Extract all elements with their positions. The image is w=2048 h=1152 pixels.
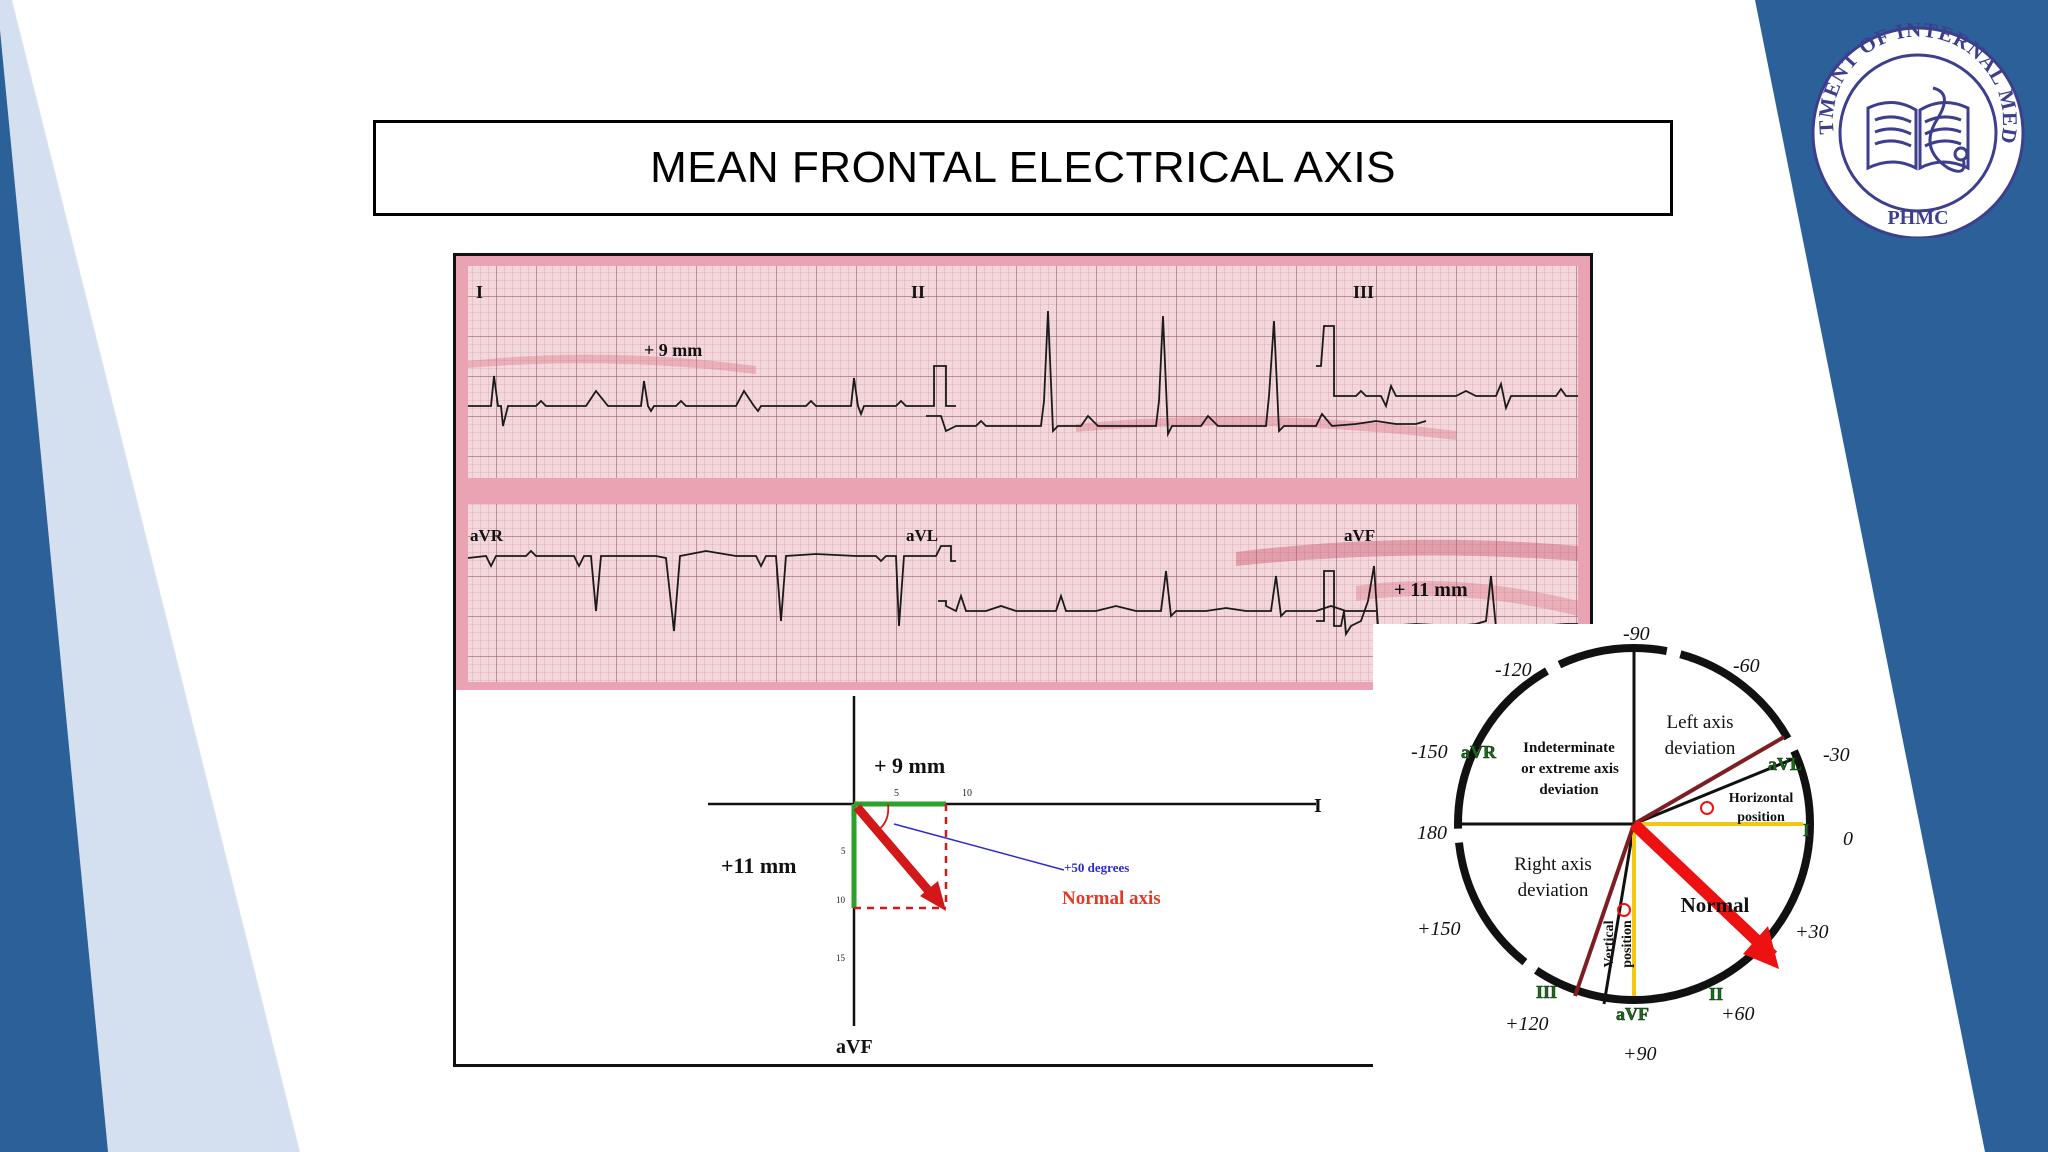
- deg-plus90: +90: [1623, 1043, 1657, 1065]
- lead-III-line: [1573, 823, 1636, 997]
- y-axis-label: aVF: [836, 1036, 873, 1058]
- lead-label-III: III: [1353, 282, 1374, 302]
- y-tick-10: 10: [836, 895, 846, 905]
- lead-label-I: I: [476, 282, 483, 302]
- resultant-axis-arrow: [853, 804, 937, 899]
- lead-aVL-line: [1632, 735, 1786, 826]
- lead-I-trace: [468, 365, 956, 427]
- axis-arrow: [1629, 819, 1778, 961]
- deg-minus90: -90: [1623, 624, 1650, 645]
- lead-aVL-trace: [938, 570, 1376, 618]
- slide-title: MEAN FRONTAL ELECTRICAL AXIS: [650, 143, 1396, 192]
- lead-III-trace: [1316, 325, 1578, 412]
- ecg-svg: I + 9 mm II III aVR aVL aVF + 11 mm I aV…: [456, 256, 1590, 1058]
- deg-plus60: +60: [1721, 1003, 1755, 1025]
- x-tick-10: 10: [962, 788, 972, 799]
- zone-normal: Normal: [1681, 893, 1750, 917]
- lead-II-trace: [926, 310, 1427, 438]
- y-tick-15: 15: [836, 953, 846, 963]
- lead-label-II: II: [911, 282, 925, 302]
- hexaxial-reference: -90 -60 -30 0 +30 +60 +90 +120 +150 180 …: [1373, 624, 1873, 1074]
- blue-band-left: [0, 30, 108, 1152]
- department-logo: DEPARTMENT OF INTERNAL MEDICINE PHMC: [1803, 18, 2025, 238]
- title-box: MEAN FRONTAL ELECTRICAL AXIS: [373, 120, 1673, 216]
- zone-left-2: deviation: [1665, 738, 1736, 759]
- deg-minus120: -120: [1495, 659, 1532, 681]
- deg-minus60: -60: [1733, 655, 1760, 677]
- zone-vertical-1: Vertical: [1602, 920, 1617, 967]
- result-label: Normal axis: [1062, 888, 1161, 909]
- deg-180: 180: [1417, 822, 1447, 844]
- deg-plus150: +150: [1417, 918, 1461, 940]
- zone-left-1: Left axis: [1666, 712, 1733, 733]
- zone-horizontal-1: Horizontal: [1729, 791, 1794, 806]
- y-component-label: +11 mm: [721, 853, 796, 878]
- zone-indeterminate-3: deviation: [1539, 782, 1599, 798]
- zone-right-2: deviation: [1518, 880, 1589, 901]
- lead-III-label: III: [1536, 982, 1557, 1002]
- zone-indeterminate-2: or extreme axis: [1521, 761, 1619, 777]
- lead-aVF-label: aVF: [1616, 1004, 1649, 1024]
- zone-right-1: Right axis: [1514, 854, 1592, 875]
- logo-bottom-text: PHMC: [1887, 207, 1948, 229]
- x-axis-label: I: [1314, 795, 1322, 817]
- deg-minus150: -150: [1411, 741, 1448, 763]
- deg-0: 0: [1843, 828, 1853, 850]
- lead-II-label: II: [1709, 984, 1723, 1004]
- zone-indeterminate-1: Indeterminate: [1523, 740, 1615, 756]
- lead-label-aVL: aVL: [906, 526, 938, 545]
- lead-aVL-label: aVL: [1768, 754, 1802, 774]
- deg-minus30: -30: [1823, 744, 1850, 766]
- ecg-annotation-9mm: + 9 mm: [644, 340, 702, 360]
- ecg-figure: I + 9 mm II III aVR aVL aVF + 11 mm I aV…: [453, 253, 1593, 1067]
- x-component-label: + 9 mm: [874, 753, 945, 778]
- blue-band-right: [1755, 0, 2048, 1152]
- line-minus25: [1633, 757, 1794, 826]
- lead-label-aVF: aVF: [1344, 526, 1375, 545]
- lead-aVR-label: aVR: [1461, 742, 1497, 762]
- zone-horizontal-2: position: [1737, 810, 1785, 825]
- resultant-arrowhead: [920, 881, 946, 911]
- axis-arrowhead: [1743, 926, 1779, 969]
- marker-horizontal: [1700, 801, 1714, 815]
- angle-arc: [876, 803, 890, 832]
- lead-I-label: I: [1803, 820, 1810, 840]
- angle-pointer: [893, 823, 1065, 871]
- deg-plus30: +30: [1795, 921, 1829, 943]
- zone-vertical-2: position: [1620, 920, 1635, 968]
- x-tick-5: 5: [894, 788, 899, 799]
- lead-label-aVR: aVR: [470, 526, 504, 545]
- y-tick-5: 5: [841, 846, 846, 856]
- ecg-annotation-11mm: + 11 mm: [1394, 579, 1468, 601]
- marker-vertical: [1617, 903, 1631, 917]
- angle-label: +50 degrees: [1064, 860, 1129, 875]
- book-stethoscope-icon: [1866, 86, 1970, 173]
- vector-plot: I aVF 5 10 5 10 15 +50 degrees Normal ax…: [708, 696, 1322, 1058]
- lead-aVR-trace: [467, 545, 956, 632]
- deg-plus120: +120: [1505, 1013, 1549, 1035]
